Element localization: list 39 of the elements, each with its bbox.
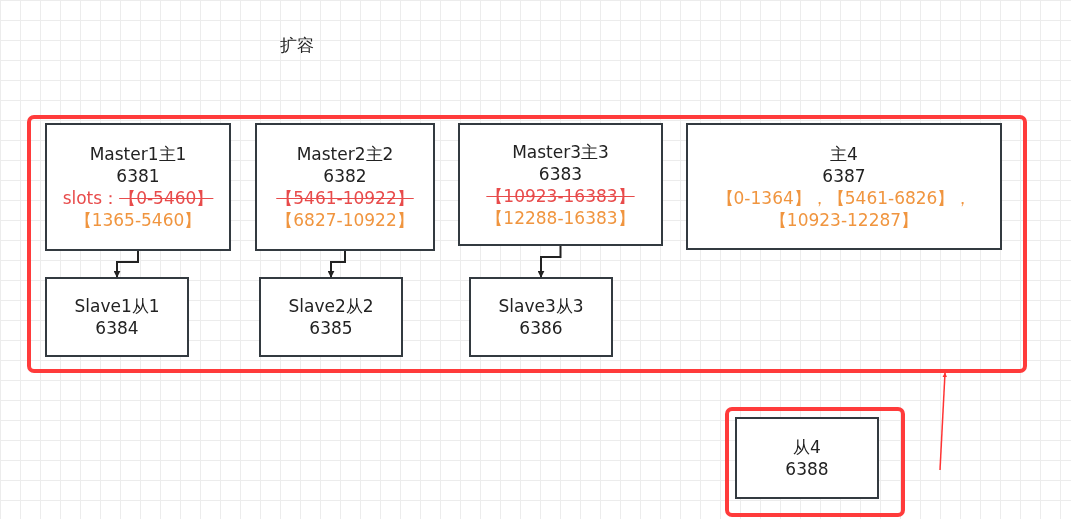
node-box [45, 123, 231, 251]
slot-range: 【12288-16383】 [486, 207, 635, 228]
node-box [255, 123, 435, 251]
slot-label: slots： [62, 188, 120, 208]
title: 扩容 [280, 34, 314, 57]
node-text: Master3主3 [512, 141, 609, 162]
node-text: 6388 [785, 459, 829, 479]
node-text: 6382 [323, 166, 367, 186]
node-text: Slave1从1 [74, 296, 160, 316]
node-text: Master1主1 [89, 144, 187, 164]
arrow [327, 250, 346, 278]
node-box [259, 277, 403, 357]
node-text: Slave3从3 [498, 296, 584, 316]
node-text: 主4 [830, 143, 858, 164]
node-box [458, 123, 663, 246]
node-text: 6383 [538, 163, 583, 184]
node-text: 从4 [793, 437, 821, 457]
node-text: 6385 [309, 318, 353, 338]
node-box [735, 417, 879, 499]
node-text: Master2主2 [296, 144, 394, 164]
node-text: 6386 [519, 318, 563, 338]
arrow [537, 245, 562, 278]
arrow [113, 250, 139, 278]
node-text: 6381 [116, 166, 160, 186]
node-box [45, 277, 189, 357]
struck-slot-range: 【5461-10922】 [276, 188, 414, 208]
node-box [469, 277, 613, 357]
struck-slot-range: 【10923-16383】 [486, 185, 635, 206]
arrow [939, 372, 948, 471]
node-text: 6384 [95, 318, 139, 338]
slot-range: 【6827-10922】 [276, 210, 414, 230]
group-frame [27, 115, 1027, 373]
struck-slot-range: 【0-5460】 [119, 188, 214, 208]
node-text: Slave2从2 [288, 296, 374, 316]
group-frame [725, 407, 905, 517]
slot-range: 【1365-5460】 [74, 210, 202, 230]
node-box [686, 123, 1002, 250]
slot-range: 【0-1364】，【5461-6826】，【10923-12287】 [716, 187, 972, 230]
node-text: 6387 [822, 165, 866, 186]
